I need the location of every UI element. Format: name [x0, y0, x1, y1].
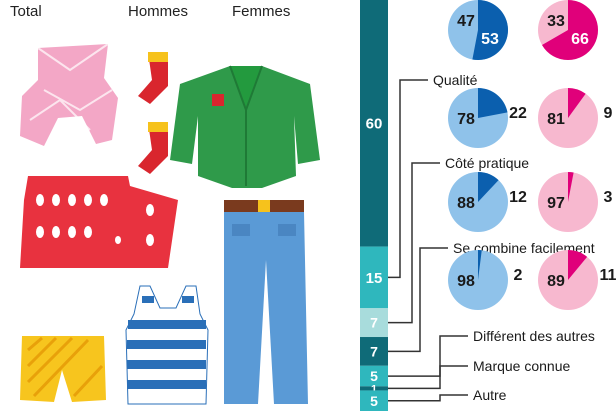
- women-pie-slice: [568, 250, 588, 280]
- men-pie-major-value: 88: [457, 195, 475, 212]
- women-pie-slice: [542, 0, 598, 60]
- women-pie-minor-value: 9: [604, 105, 613, 122]
- total-bar-value: 7: [370, 343, 378, 359]
- category-label: Qualité: [433, 72, 478, 88]
- women-pie-minor-value: 3: [604, 189, 613, 206]
- category-connector: [388, 79, 428, 279]
- header-men: Hommes: [128, 3, 189, 20]
- men-pie: 98 2: [448, 250, 523, 310]
- women-pie-major-value: 89: [547, 273, 565, 290]
- men-pie: 78 22: [448, 88, 527, 148]
- men-pie: 88 12: [448, 172, 527, 232]
- header-total: Total: [10, 3, 42, 20]
- total-bar-segment: [360, 390, 388, 411]
- men-pie-major-value: 78: [457, 111, 475, 128]
- men-pie-slice: [478, 172, 499, 202]
- women-pie-slice: [568, 172, 574, 202]
- total-bar-segment: [360, 337, 388, 366]
- men-pie-major-value: 47: [457, 13, 475, 30]
- category-connector: [388, 162, 440, 324]
- total-bar-segment: [360, 0, 388, 247]
- total-bar-value: 1: [371, 383, 377, 395]
- women-pie-major-value: 81: [547, 111, 565, 128]
- category-label: Marque connue: [473, 358, 571, 374]
- red-socks-icon: [138, 52, 168, 174]
- women-pie-minor-value: 11: [600, 267, 616, 284]
- category-label: Différent des autres: [473, 328, 595, 344]
- men-pie-slice: [472, 0, 509, 60]
- header-women: Femmes: [232, 3, 291, 20]
- women-pie-major-value: 97: [547, 195, 565, 212]
- total-bar-value: 7: [370, 315, 378, 331]
- red-skirt-icon: [20, 176, 178, 268]
- men-pie: 47 53: [448, 0, 509, 60]
- total-bar-value: 5: [370, 393, 378, 409]
- total-bar-value: 60: [366, 116, 383, 133]
- women-pie: 81 9: [538, 88, 613, 148]
- men-pie-slice: [478, 250, 482, 280]
- category-connector: [388, 247, 448, 353]
- green-coat-icon: [170, 65, 320, 188]
- men-pie-major-value: 98: [457, 273, 475, 290]
- women-pie-slice: [568, 88, 586, 118]
- women-pie: 33 66: [538, 0, 598, 60]
- total-bar-segment: [360, 246, 388, 309]
- total-bar-value: 15: [366, 270, 383, 287]
- men-pie-minor-value: 22: [509, 105, 527, 122]
- category-label: Côté pratique: [445, 155, 529, 171]
- category-connector: [388, 335, 468, 377]
- category-connector: [388, 365, 468, 390]
- men-pie-minor-value: 53: [481, 31, 499, 48]
- blue-jeans-icon: [224, 200, 308, 404]
- total-bar-value: 5: [370, 368, 378, 384]
- women-pie-major-value: 33: [547, 13, 565, 30]
- pink-top-icon: [20, 43, 118, 146]
- yellow-shorts-icon: [20, 336, 106, 402]
- women-pie: 89 11: [538, 250, 616, 310]
- women-pie: 97 3: [538, 172, 613, 232]
- men-pie-slice: [478, 88, 508, 118]
- category-label: Autre: [473, 387, 507, 403]
- men-pie-minor-value: 12: [509, 189, 527, 206]
- category-connector: [388, 394, 468, 402]
- total-bar-segment: [360, 365, 388, 387]
- striped-tank-top-icon: [125, 285, 209, 405]
- total-bar-segment: [360, 386, 388, 391]
- total-bar-segment: [360, 308, 388, 338]
- men-pie-minor-value: 2: [514, 267, 523, 284]
- women-pie-minor-value: 66: [571, 31, 589, 48]
